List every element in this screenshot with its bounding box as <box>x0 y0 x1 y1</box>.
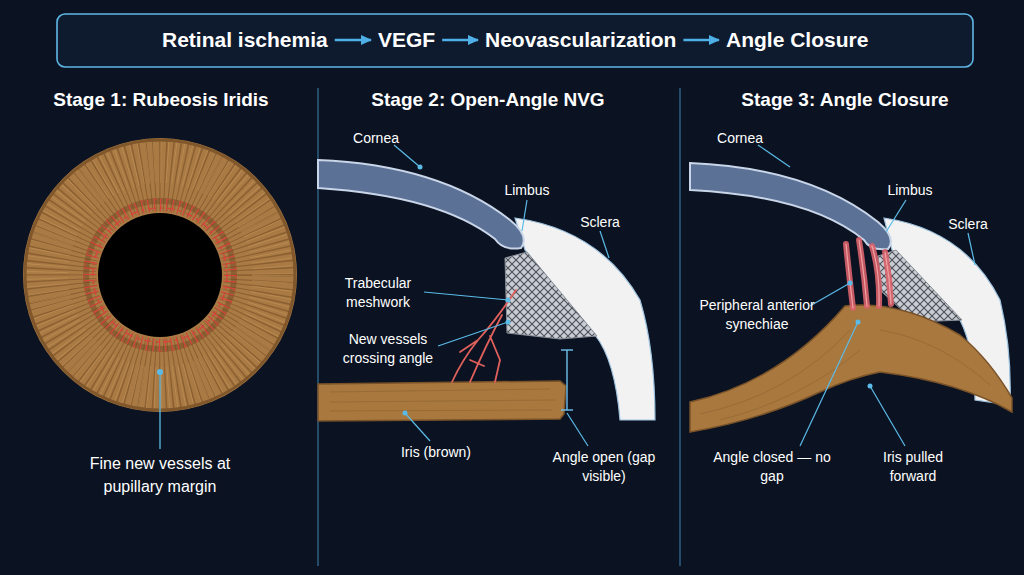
flow-step-text: Neovascularization <box>485 28 676 51</box>
leader-dot <box>868 384 873 389</box>
trabecular-meshwork <box>505 252 597 339</box>
leader-line <box>886 200 906 232</box>
leader-lines <box>758 145 975 446</box>
leader-line <box>810 283 850 306</box>
leader-dot <box>856 320 861 325</box>
leader-line <box>405 413 430 441</box>
pupil <box>98 213 222 337</box>
part-label: Sclera <box>555 213 645 232</box>
cornea-shape <box>690 163 891 249</box>
leader-line <box>567 413 588 446</box>
closed-angle-section <box>690 163 1012 432</box>
leader-dot <box>418 165 423 170</box>
part-label: Angle closed — no gap <box>711 448 833 486</box>
iris-front-view <box>23 138 297 412</box>
stage-heading: Stage 1: Rubeosis Iridis <box>11 88 311 112</box>
part-label: Cornea <box>695 129 785 148</box>
leader-dot <box>848 281 853 286</box>
part-label: Fine new vessels at pupillary margin <box>65 452 255 498</box>
part-label: Peripheral anterior synechiae <box>691 296 823 334</box>
flow-step: Retinal ischemia <box>162 27 328 53</box>
part-label: Iris (brown) <box>381 443 491 462</box>
leader-line <box>159 372 160 449</box>
gap-bracket <box>561 409 573 410</box>
iris-rim <box>25 140 295 410</box>
leader-dots <box>403 165 511 416</box>
flow-step-text: Retinal ischemia <box>162 28 328 51</box>
part-label: Limbus <box>865 181 955 200</box>
open-angle-section <box>318 160 655 421</box>
new-vessels <box>452 290 516 382</box>
leader-line <box>800 322 858 446</box>
leader-line <box>758 145 790 167</box>
flow-arrow <box>683 39 719 42</box>
leader-line <box>600 231 609 258</box>
leader-dot <box>403 411 408 416</box>
iris-fibers <box>46 161 274 389</box>
flow-step: VEGF <box>378 27 435 53</box>
part-label: Iris pulled forward <box>867 448 959 486</box>
iris-texture <box>700 330 990 420</box>
leader-dot <box>506 298 511 303</box>
flow-arrow <box>442 39 478 42</box>
leader-line <box>870 386 905 446</box>
flow-step-text: VEGF <box>378 28 435 51</box>
gap-bracket <box>566 350 567 410</box>
banner-frame <box>57 14 973 67</box>
flow-arrow <box>335 39 371 42</box>
stage-heading: Stage 3: Angle Closure <box>680 88 1010 112</box>
synechiae-highlight <box>846 240 891 308</box>
leader-line <box>968 233 975 265</box>
part-label: Angle open (gap visible) <box>549 448 659 486</box>
rubeosis-vessels <box>90 205 230 345</box>
iris-texture <box>330 389 555 411</box>
leader-line <box>522 200 527 231</box>
rubeosis-vessels <box>84 199 236 351</box>
synechiae-bands <box>846 240 891 308</box>
leader-line <box>438 322 508 346</box>
flow-step: Neovascularization <box>485 27 676 53</box>
flow-step-text: Angle Closure <box>726 28 868 51</box>
pupil-collar <box>86 201 234 349</box>
flow-step: Angle Closure <box>726 27 868 53</box>
leader-line <box>394 145 420 167</box>
stage-heading: Stage 2: Open-Angle NVG <box>323 88 653 112</box>
leader-dot <box>506 320 511 325</box>
part-label: Trabecular meshwork <box>331 274 426 312</box>
panel-divider <box>679 88 681 566</box>
part-label: Limbus <box>482 181 572 200</box>
leader-lines <box>394 145 609 446</box>
iris-disc <box>23 138 297 412</box>
iris-slab <box>318 381 566 421</box>
leader-dots <box>848 281 873 389</box>
part-label: Sclera <box>923 215 1013 234</box>
leader-dot <box>157 369 163 375</box>
part-label: Cornea <box>331 129 421 148</box>
cornea-shape <box>318 160 524 249</box>
gap-bracket <box>561 349 573 350</box>
part-label: New vessels crossing angle <box>333 330 443 368</box>
rubeosis-vessels <box>93 208 227 342</box>
leader-line <box>424 292 508 300</box>
